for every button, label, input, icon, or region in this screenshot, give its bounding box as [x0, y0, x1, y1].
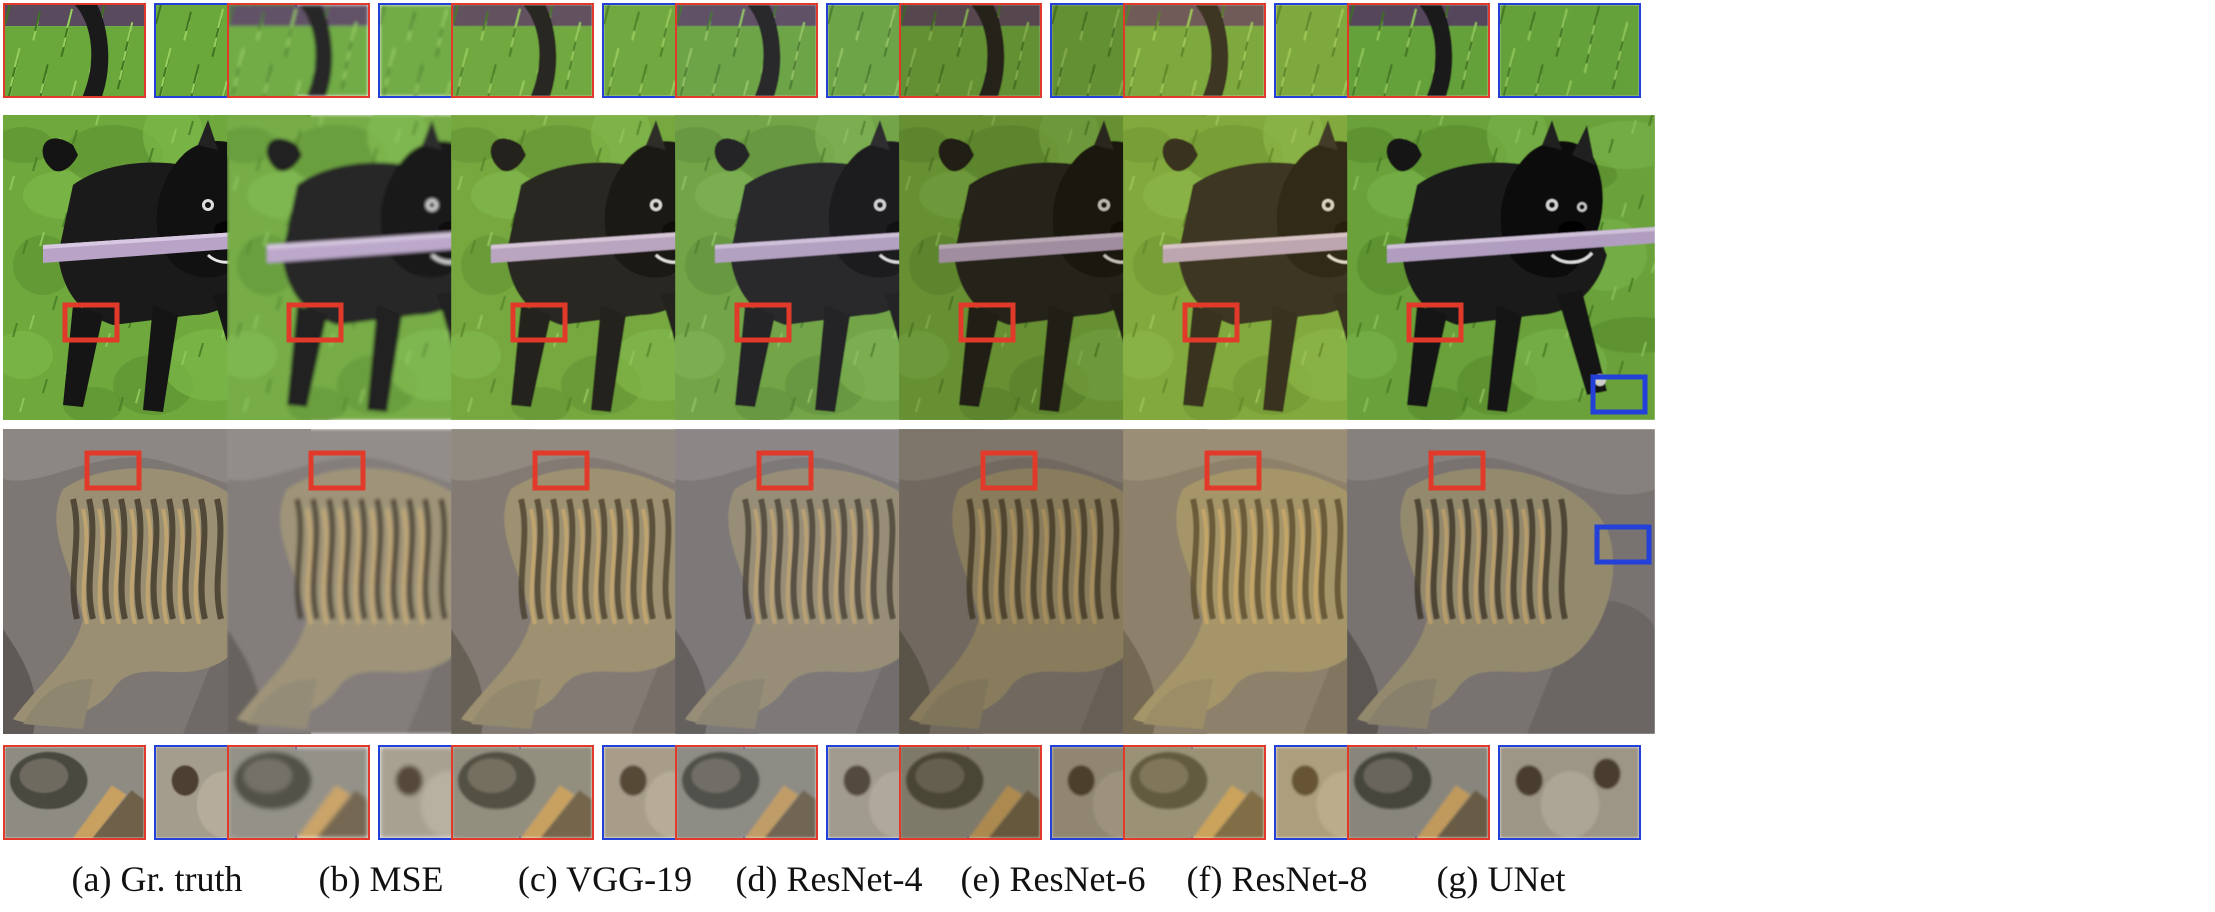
red-highlight-box	[734, 302, 792, 343]
dog-red-crop	[675, 3, 818, 98]
red-highlight-box	[84, 450, 142, 491]
mongoose-red-crop	[1347, 745, 1490, 840]
caption-b: (b) MSE	[318, 859, 444, 899]
mongoose-red-crop	[3, 745, 146, 840]
caption-f: (f) ResNet-8	[1186, 859, 1368, 899]
red-highlight-box	[286, 302, 344, 343]
red-highlight-box	[510, 302, 568, 343]
red-highlight-box	[532, 450, 590, 491]
mongoose-image	[1347, 429, 1655, 734]
dog-red-crop	[451, 3, 594, 98]
red-highlight-box	[62, 302, 120, 343]
caption-e: (e) ResNet-6	[960, 859, 1146, 899]
dog-red-crop	[1123, 3, 1266, 98]
red-highlight-box	[958, 302, 1016, 343]
red-highlight-box	[756, 450, 814, 491]
caption-c: (c) VGG-19	[517, 859, 693, 899]
dog-image	[1347, 115, 1655, 420]
red-highlight-box	[308, 450, 366, 491]
mongoose-red-crop	[451, 745, 594, 840]
mongoose-blue-crop	[1498, 745, 1641, 840]
dog-red-crop	[3, 3, 146, 98]
mongoose-red-crop	[227, 745, 370, 840]
mongoose-red-crop	[675, 745, 818, 840]
mongoose-red-crop	[1123, 745, 1266, 840]
red-highlight-box	[1406, 302, 1464, 343]
dog-blue-crop	[1498, 3, 1641, 98]
red-highlight-box	[1428, 450, 1486, 491]
caption-d: (d) ResNet-4	[735, 859, 923, 899]
red-highlight-box	[1182, 302, 1240, 343]
red-highlight-box	[1204, 450, 1262, 491]
blue-highlight-box	[1590, 374, 1648, 415]
dog-red-crop	[899, 3, 1042, 98]
dog-red-crop	[227, 3, 370, 98]
mongoose-red-crop	[899, 745, 1042, 840]
caption-a: (a) Gr. truth	[71, 859, 243, 899]
dog-red-crop	[1347, 3, 1490, 98]
column-g: (g) UNet	[1347, 0, 1655, 912]
red-highlight-box	[980, 450, 1038, 491]
blue-highlight-box	[1594, 524, 1652, 565]
caption-g: (g) UNet	[1436, 859, 1566, 899]
